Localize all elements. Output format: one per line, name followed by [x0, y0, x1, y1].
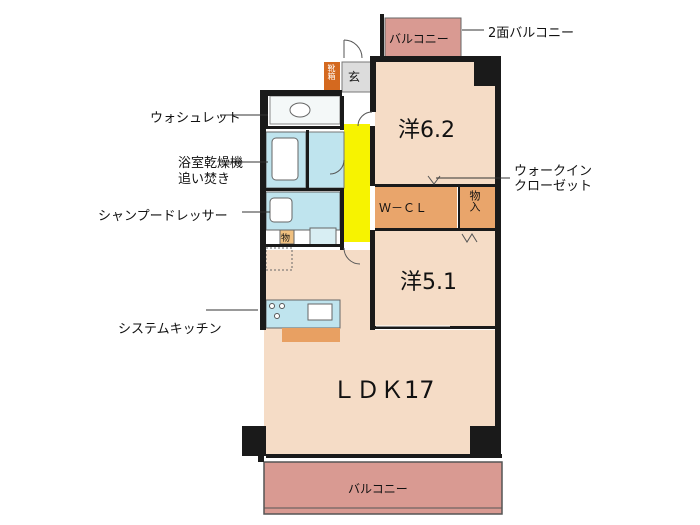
stove-burner	[274, 313, 280, 319]
washing-machine	[309, 227, 337, 247]
balcony-bottom-label: バルコニー	[348, 482, 408, 496]
walk-in-closet-callout-line1: ウォークイン	[514, 164, 593, 179]
shoe-cupboard-label: 靴箱	[327, 64, 336, 80]
stove-burner	[279, 303, 285, 309]
balcony-bottom-area	[263, 461, 503, 515]
kitchen-bar	[282, 328, 340, 342]
washroom-area	[307, 131, 345, 189]
balcony-top-area	[384, 17, 462, 61]
bathtub	[271, 137, 299, 181]
stove-burner	[269, 303, 275, 309]
ldk-area	[264, 330, 497, 456]
ldk-label: ＬＤＫ17	[332, 376, 435, 404]
door-swings	[329, 39, 478, 265]
western-room-2-area	[375, 230, 497, 328]
closet-area	[375, 186, 457, 228]
walk-in-closet-callout-line2: クローゼット	[514, 179, 593, 194]
western-room-1-label: 洋6.2	[398, 118, 455, 143]
bath-dryer-callout-line1: 浴室乾燥機	[178, 156, 244, 171]
walk-in-closet-label: Ｗ－ＣＬ	[379, 201, 428, 215]
washbasin	[269, 197, 293, 223]
two-side-balcony-callout: 2面バルコニー	[488, 26, 575, 41]
entrance-area	[341, 61, 373, 93]
entrance-label: 玄	[348, 70, 361, 84]
shoe-cupboard-area	[324, 62, 340, 92]
storage-area	[459, 186, 497, 228]
corridor-area	[344, 124, 370, 242]
system-kitchen-callout: システムキッチン	[118, 322, 222, 337]
toilet-bowl	[289, 102, 311, 118]
balcony-top-label: バルコニー	[389, 32, 449, 46]
shampoo-dresser-callout: シャンプードレッサー	[98, 209, 228, 224]
kitchen-sink	[307, 303, 333, 321]
washlet-callout: ウォシュレット	[150, 111, 241, 126]
walls	[242, 14, 502, 462]
western-room-2-label: 洋5.1	[400, 270, 457, 295]
leader-lines	[206, 29, 510, 311]
small-storage-label: 物	[281, 234, 291, 244]
bath-dryer-callout-line2: 追い焚き	[178, 172, 231, 187]
storage-label: 物入	[468, 190, 481, 212]
